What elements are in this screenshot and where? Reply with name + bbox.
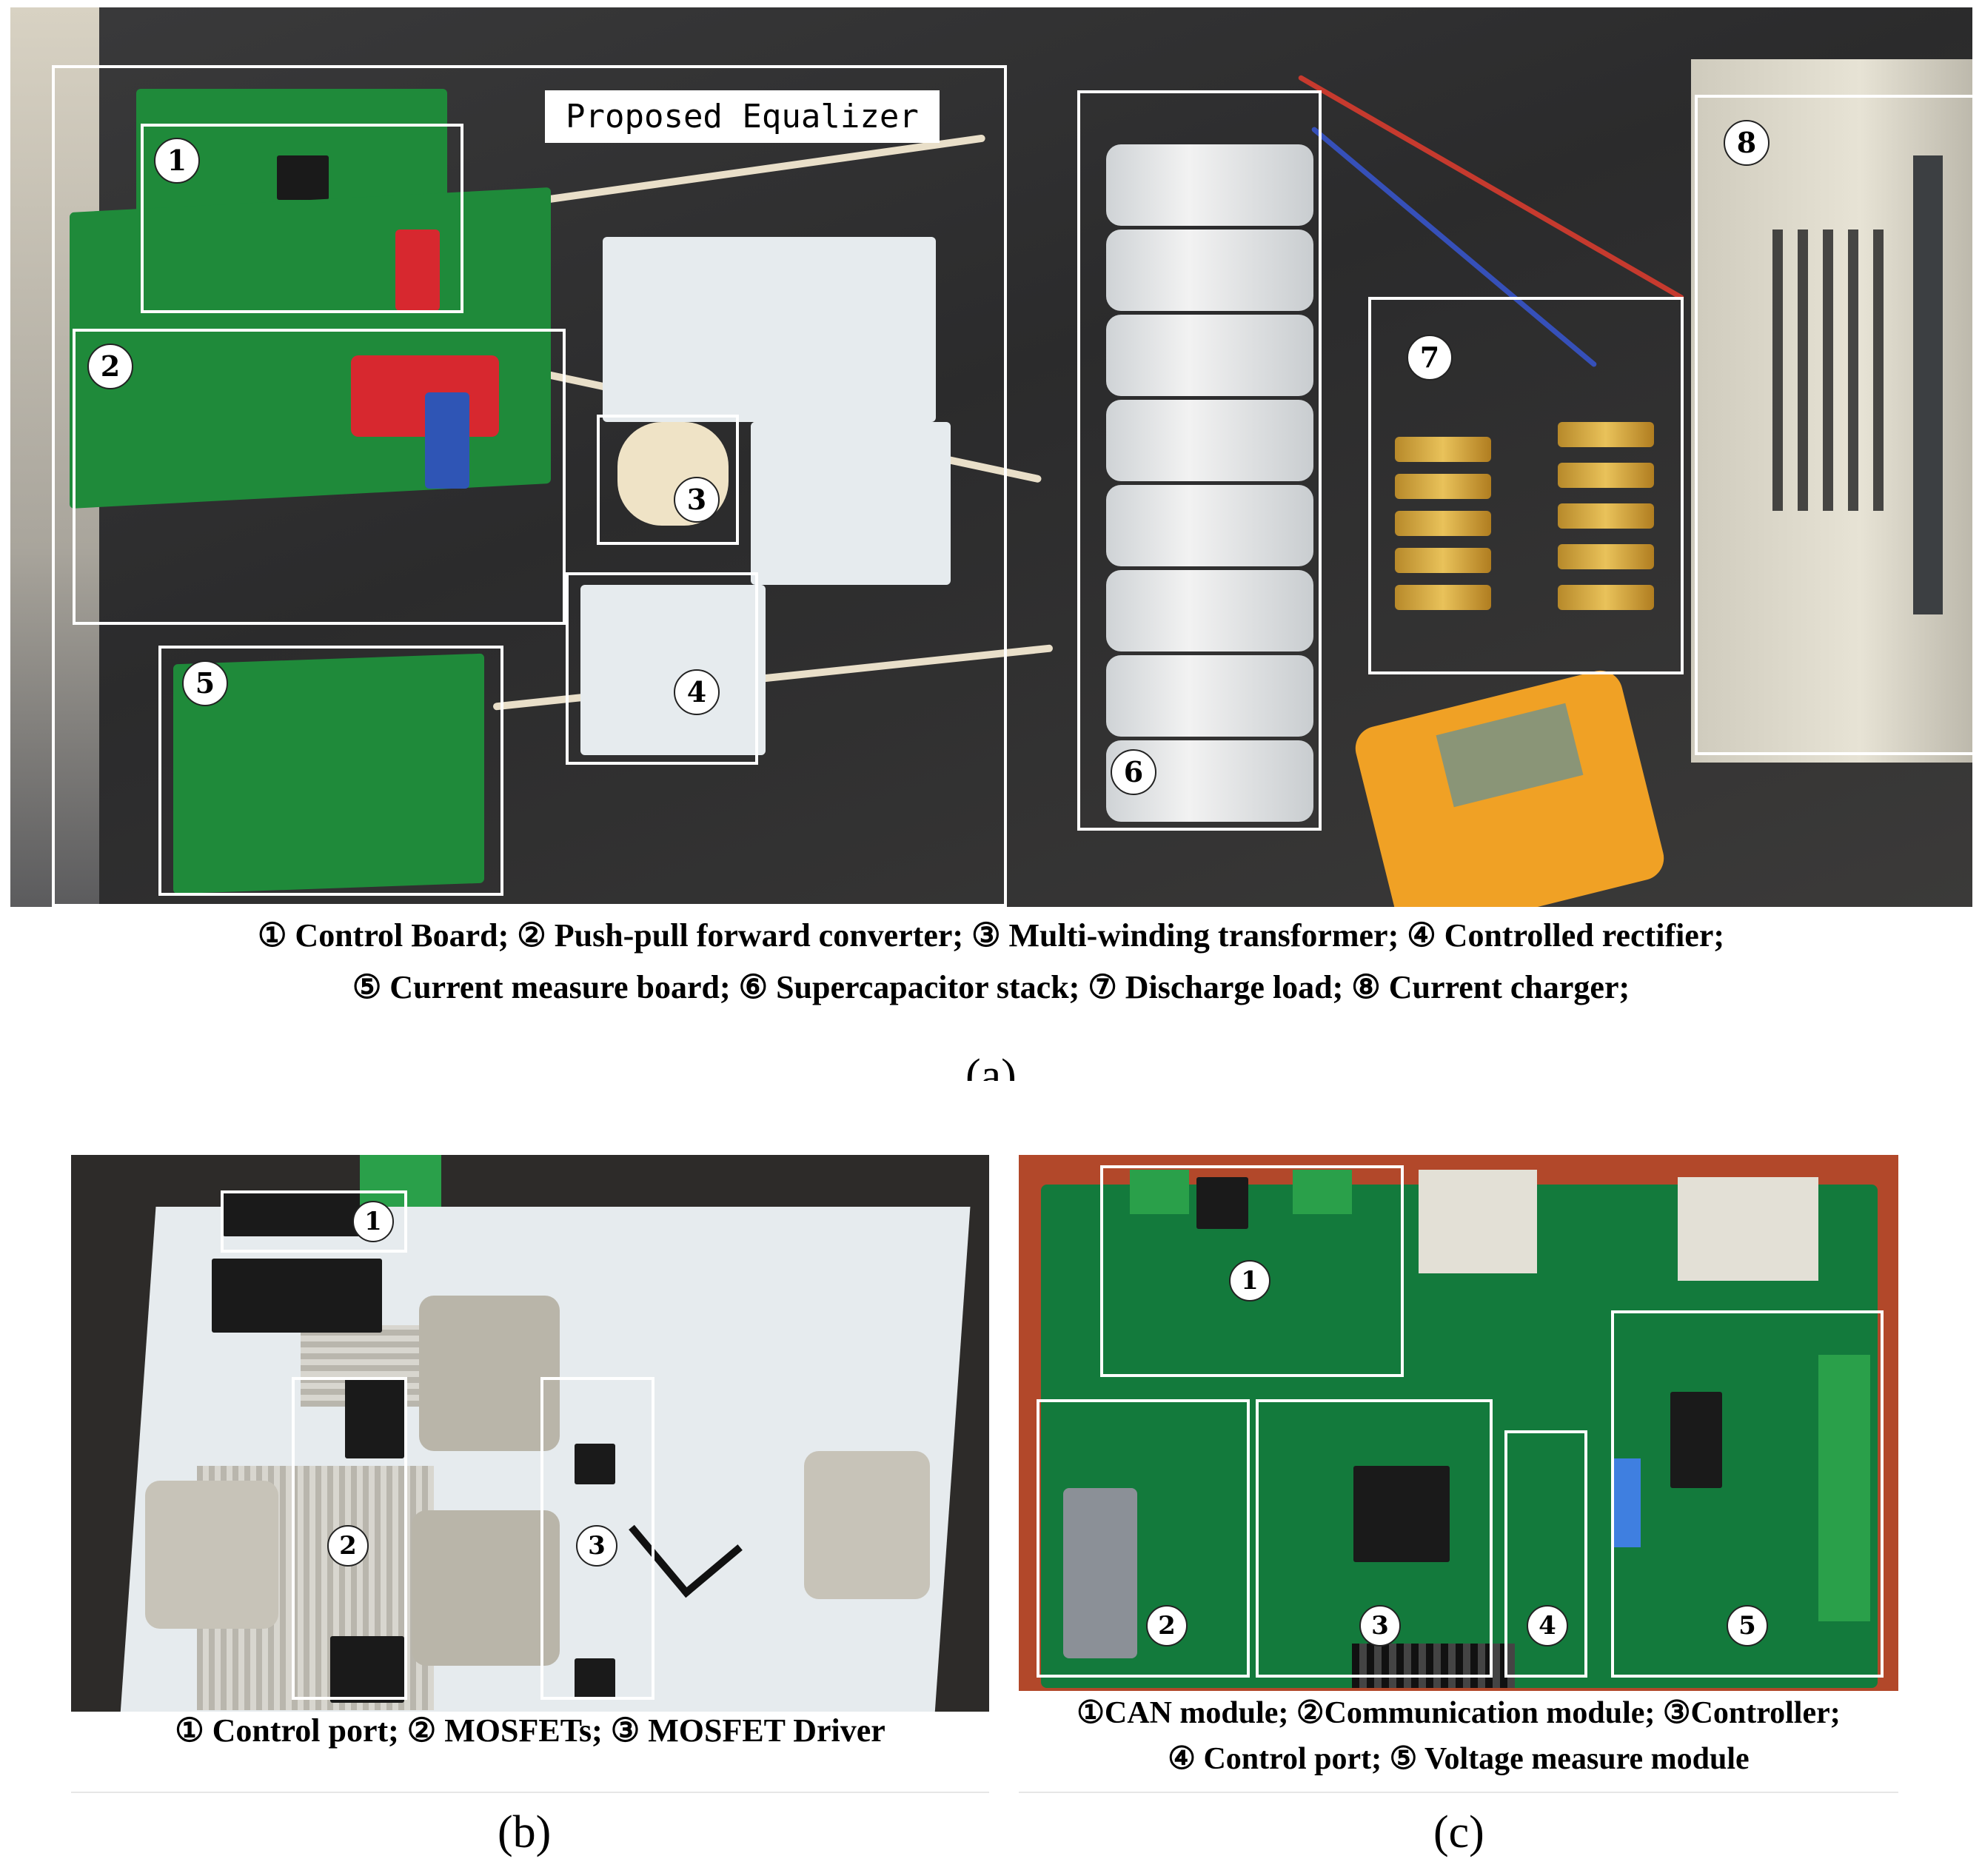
power-module-2 (1678, 1177, 1818, 1281)
voltage-terminals (1818, 1355, 1870, 1621)
mosfet-1 (345, 1377, 404, 1458)
transformer-board-top (603, 237, 936, 422)
marker-b3: 3 (576, 1525, 617, 1567)
rectifier-board (751, 422, 951, 585)
controller-ic (1353, 1466, 1450, 1562)
marker-5: 5 (182, 660, 228, 706)
marker-8: 8 (1724, 120, 1770, 166)
box-6-supercap-stack (1077, 90, 1322, 831)
power-module-1 (1419, 1170, 1537, 1273)
box-3-transformer (597, 415, 739, 545)
marker-1: 1 (154, 138, 200, 184)
can-connector-2 (1293, 1170, 1352, 1214)
marker-2: 2 (87, 344, 133, 389)
supercap-4 (1106, 400, 1313, 481)
terminal-lug-4 (145, 1481, 278, 1629)
marker-b2: 2 (327, 1525, 369, 1567)
supercap-7 (1106, 655, 1313, 737)
resistor-left-2 (1395, 474, 1491, 499)
rectifier-board-2 (580, 585, 766, 755)
terminal-lug-1 (419, 1296, 560, 1451)
supercap-3 (1106, 315, 1313, 396)
shift-ic (1670, 1392, 1722, 1488)
panel-b-caption: ① Control port; ② MOSFETs; ③ MOSFET Driv… (175, 1712, 885, 1749)
marker-c2: 2 (1146, 1605, 1188, 1646)
box-b3-driver (540, 1377, 654, 1700)
panel-b-rule (71, 1792, 989, 1793)
panel-c: 1 2 3 4 5 ①CAN module; ②Communication mo… (1019, 1155, 1898, 1876)
dip-switch (1611, 1458, 1641, 1547)
supercap-2 (1106, 230, 1313, 311)
panel-c-rule (1019, 1792, 1898, 1793)
panel-b-photo: 1 2 3 (71, 1155, 989, 1712)
control-board-chip (277, 155, 329, 200)
proposed-equalizer-tag: Proposed Equalizer (545, 90, 940, 143)
box-c4-control-port (1504, 1430, 1587, 1678)
panel-c-caption-line2: ④ Control port; ⑤ Voltage measure module (1168, 1742, 1750, 1776)
supercap-1 (1106, 144, 1313, 226)
box-c2-communication (1037, 1399, 1250, 1678)
marker-c5: 5 (1727, 1605, 1768, 1646)
marker-c1: 1 (1229, 1260, 1270, 1302)
resistor-right-1 (1558, 422, 1654, 447)
box-b1-control-port (221, 1190, 407, 1253)
box-4-rectifier (566, 572, 758, 765)
supercap-6 (1106, 570, 1313, 651)
box-b2-mosfets (292, 1377, 407, 1700)
charger-vents (1772, 230, 1898, 511)
resistor-right-5 (1558, 585, 1654, 610)
wire-bundle-4 (1297, 74, 1685, 301)
marker-4: 4 (674, 669, 720, 715)
box-5-current-measure (158, 646, 503, 896)
red-capacitor-top (395, 230, 440, 311)
box-proposed-equalizer (52, 65, 1007, 907)
can-transformer (1196, 1177, 1248, 1229)
marker-c3: 3 (1359, 1605, 1401, 1646)
resistor-left-5 (1395, 585, 1491, 610)
driver-chip-2 (575, 1658, 615, 1699)
header-pins (1352, 1644, 1515, 1688)
box-c1-can (1100, 1165, 1404, 1377)
panel-c-caption-line1: ①CAN module; ②Communication module; ③Con… (1077, 1696, 1841, 1730)
panel-a-caption-line2: ⑤ Current measure board; ⑥ Supercapacito… (352, 969, 1630, 1005)
panel-b: 1 2 3 ① Control port; ② MOSFETs; ③ MOSFE… (71, 1155, 989, 1876)
resistor-right-2 (1558, 463, 1654, 488)
control-connector (223, 1192, 378, 1236)
resistor-left-1 (1395, 437, 1491, 462)
marker-6: 6 (1111, 749, 1156, 795)
inductor-block (212, 1259, 382, 1333)
marker-c4: 4 (1527, 1605, 1568, 1646)
resistor-left-4 (1395, 548, 1491, 573)
panel-a-caption-line1: ① Control Board; ② Push-pull forward con… (257, 917, 1725, 954)
box-c5-voltage-measure (1611, 1310, 1884, 1678)
marker-7: 7 (1407, 335, 1453, 381)
resistor-right-4 (1558, 544, 1654, 569)
box-1-control-board (141, 124, 463, 313)
box-2-push-pull (73, 329, 566, 625)
terminal-lug-2 (412, 1510, 560, 1666)
charger-handle (1913, 155, 1943, 614)
green-terminal (360, 1155, 441, 1207)
box-8-charger (1695, 95, 1972, 755)
marker-b1: 1 (352, 1201, 394, 1242)
panel-c-label: (c) (1433, 1807, 1484, 1857)
box-c3-controller (1256, 1399, 1493, 1678)
blue-capacitor (425, 392, 469, 489)
supercap-5 (1106, 485, 1313, 566)
can-connector-1 (1130, 1170, 1189, 1214)
panel-c-photo: 1 2 3 4 5 (1019, 1155, 1898, 1691)
panel-a: Proposed Equalizer 1 2 3 4 5 6 7 8 ① Con… (10, 7, 1972, 1081)
db9-connector (1063, 1488, 1137, 1658)
driver-chip-1 (575, 1444, 615, 1484)
mosfet-2 (330, 1636, 404, 1703)
resistor-left-3 (1395, 511, 1491, 536)
resistor-right-3 (1558, 503, 1654, 529)
box-7-discharge-load (1368, 297, 1684, 674)
panel-a-label: (a) (965, 1051, 1017, 1081)
terminal-lug-3 (804, 1451, 930, 1599)
panel-b-label: (b) (498, 1807, 552, 1857)
marker-3: 3 (674, 477, 720, 523)
panel-a-photo: Proposed Equalizer 1 2 3 4 5 6 7 8 (10, 7, 1972, 907)
